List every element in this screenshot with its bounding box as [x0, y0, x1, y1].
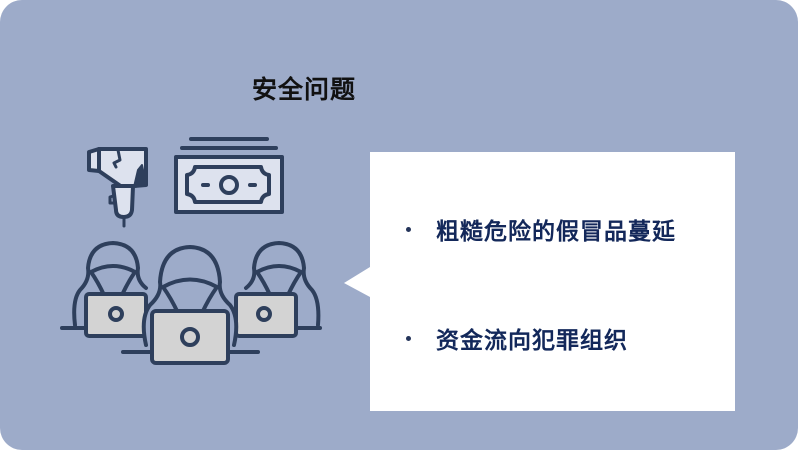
broken-hair-dryer-icon	[87, 147, 148, 228]
hooded-hackers-with-laptops-icon	[60, 241, 322, 365]
bullet-text: 资金流向犯罪组织	[436, 328, 628, 354]
bullet-item: 粗糙危险的假冒品蔓延	[406, 212, 676, 246]
cash-stack-icon	[174, 137, 284, 214]
bullet-item: 资金流向犯罪组织	[406, 321, 628, 355]
slide-title: 安全问题	[252, 75, 357, 104]
bullet-text: 粗糙危险的假冒品蔓延	[436, 219, 676, 245]
bullet-dot-icon	[406, 335, 411, 341]
bullet-dot-icon	[406, 226, 411, 232]
